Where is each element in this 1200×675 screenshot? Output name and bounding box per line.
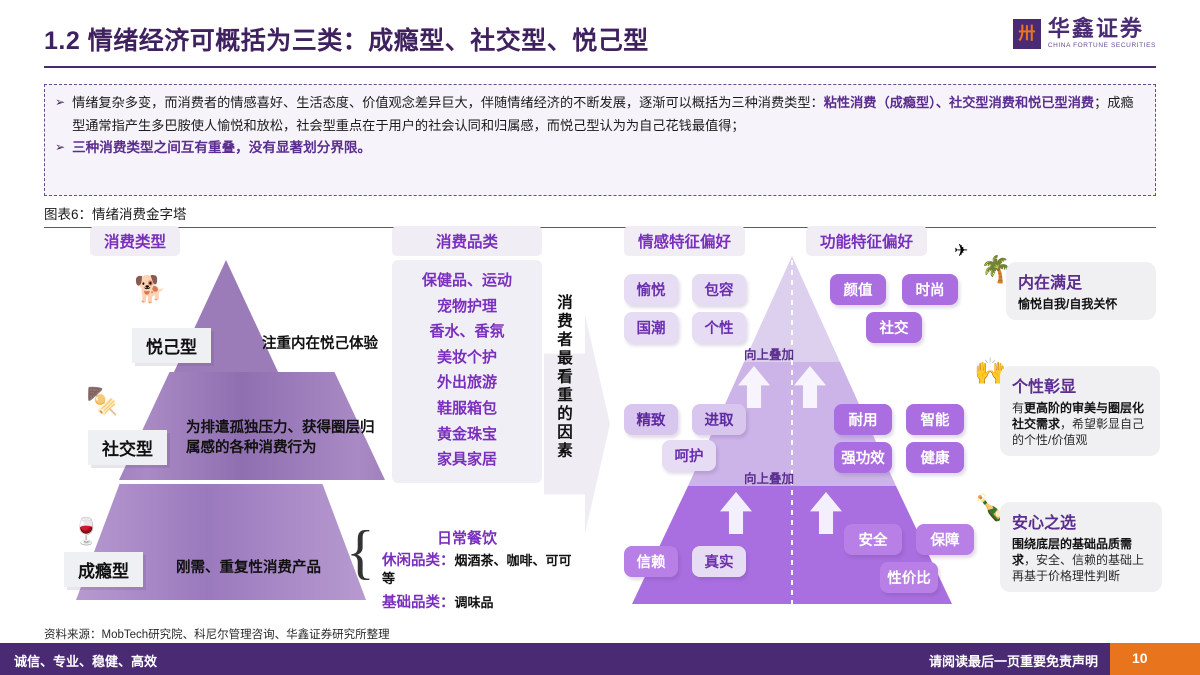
pyramid-label-bottom: 成瘾型 [64,552,143,587]
social-food-icon: 🍢 [86,386,119,416]
callout-body-bold: 围绕底层的基础品质需求 [1012,537,1133,567]
company-logo: 卅 华鑫证券 CHINA FORTUNE SECURITIES [1012,18,1156,50]
bullet-highlight-1: 粘性消费（成瘾型）、社交型消费和悦已型消费 [823,95,1095,110]
callout-body-rest: ，希望彰显自己的个性/价值观 [1012,417,1145,447]
stack-label-lower: 向上叠加 [744,472,795,486]
factors-vertical-label: 消费者最看重的因素 [555,294,572,461]
pyramid-desc-bottom: 刚需、重复性消费产品 [176,560,321,576]
chip-function[interactable]: 社交 [866,312,922,343]
logo-glyph: 卅 [1018,24,1036,44]
category-item: 黄金珠宝 [436,425,497,443]
pyramid-desc-middle: 为排遣孤独压力、获得圈层归属感的各种消费行为 [186,420,375,456]
logo-name-cn: 华鑫证券 [1047,16,1144,41]
summary-box: ➢ 情绪复杂多变，而消费者的情感喜好、生活态度、价值观念差异巨大，伴随情绪经济的… [44,84,1156,196]
category-item: 家具家居 [436,451,497,469]
extra-label: 基础品类： [382,595,455,611]
callout-body-rest: ，安全、信赖的基础上再基于价格理性判断 [1012,553,1145,583]
callout-body-lead: 有 [1012,401,1025,415]
pyramid-desc-top: 注重内在悦己体验 [262,336,378,352]
extra-label: 休闲品类： [382,553,455,569]
category-brace-icon: { [346,519,375,585]
pyramid-divider [791,260,793,604]
bullet-seg-2: ；成瘾型通常指产生多巴胺使人愉悦和放松，社会型重点在于用户的社会认同和归属感，而… [72,95,1134,133]
head-consumption-type: 消费类型 [90,226,181,256]
page-number: 10 [1132,650,1148,666]
logo-name-en: CHINA FORTUNE SECURITIES [1047,42,1156,49]
category-item: 香水、香氛 [429,323,505,341]
bullet-arrow-icon: ➢ [55,95,66,109]
airplane-icon: ✈ [954,241,969,260]
category-extra-leisure: 休闲品类：烟酒茶、咖啡、可可等 [382,552,582,587]
addictive-drink-icon: 🍷 [70,516,103,546]
chip-function[interactable]: 健康 [906,442,964,473]
category-item-daily: 日常餐饮 [436,530,497,547]
figure-caption: 图表6：情绪消费金字塔 [44,203,1156,228]
chip-emotion[interactable]: 精致 [624,404,678,435]
pet-walking-icon: 🐕 [134,274,167,304]
footer-disclaimer: 请阅读最后一页重要免责声明 [928,654,1098,669]
category-item: 外出旅游 [436,374,497,392]
pyramid-label-top: 悦己型 [132,328,211,363]
factors-arrow-icon [544,314,610,534]
category-item: 宠物护理 [436,297,497,315]
chip-function[interactable]: 耐用 [834,404,892,435]
callout-inner-satisfaction: 内在满足 愉悦自我/自我关怀 [1006,262,1156,320]
chip-function[interactable]: 保障 [916,524,974,555]
consumption-pyramid: 🐕 🍢 🍷 悦己型 注重内在悦己体验 社交型 为排遣孤独压力、获得圈层归属感的各… [64,260,385,600]
chip-function[interactable]: 智能 [906,404,964,435]
category-item: 鞋服箱包 [436,399,497,417]
chip-emotion[interactable]: 信赖 [624,546,678,577]
logo-mark-icon: 卅 [1012,18,1041,49]
category-item: 美妆个护 [436,348,497,366]
category-list: 保健品、运动 宠物护理 香水、香氛 美妆个护 外出旅游 鞋服箱包 黄金珠宝 家具… [392,260,542,483]
bullet-text-1: 情绪复杂多变，而消费者的情感喜好、生活态度、价值观念差异巨大，伴随情绪经济的不断… [72,92,1143,137]
head-emotional-pref: 情感特征偏好 [624,226,746,256]
logo-text: 华鑫证券 CHINA FORTUNE SECURITIES [1048,18,1156,50]
bullet-text-2: 三种消费类型之间互有重叠，没有显著划分界限。 [72,140,372,155]
figure-canvas: 消费类型 消费品类 情感特征偏好 功能特征偏好 🐕 🍢 🍷 悦己型 注重内在悦己… [44,226,1162,624]
bullet-item-2: ➢ 三种消费类型之间互有重叠，没有显著划分界限。 [55,137,1143,160]
callout-reassurance: 安心之选 围绕底层的基础品质需求，安全、信赖的基础上再基于价格理性判断 [1000,502,1162,592]
category-item: 保健品、运动 [421,272,512,289]
chip-emotion[interactable]: 进取 [692,404,746,435]
chip-emotion[interactable]: 真实 [692,546,746,577]
source-note: 资料来源：MobTech研究院、科尼尔管理咨询、华鑫证券研究所整理 [44,629,390,641]
bullet-arrow-icon-2: ➢ [55,140,66,154]
chip-emotion[interactable]: 包容 [692,274,746,305]
callout-body: 有更高阶的审美与圈层化社交需求，希望彰显自己的个性/价值观 [1012,400,1150,448]
category-extra-basic: 基础品类：调味品 [382,594,582,612]
footer-bar: 诚信、专业、稳健、高效 请阅读最后一页重要免责声明 10 [0,643,1200,675]
chip-emotion[interactable]: 呵护 [662,440,716,471]
callout-body-bold: 更高阶的审美与圈层化社交需求 [1012,401,1145,431]
callout-body: 愉悦自我/自我关怀 [1018,296,1146,312]
slide-header: 1.2 情绪经济可概括为三类：成瘾型、社交型、悦己型 卅 华鑫证券 CHINA … [44,18,1156,70]
chip-function[interactable]: 颜值 [830,274,886,305]
page-title: 1.2 情绪经济可概括为三类：成瘾型、社交型、悦己型 [44,27,649,55]
chip-function[interactable]: 性价比 [880,562,938,593]
chip-function[interactable]: 时尚 [902,274,958,305]
footer-slogan: 诚信、专业、稳健、高效 [14,654,158,669]
callout-title: 内在满足 [1018,275,1083,292]
pyramid-label-middle: 社交型 [88,430,167,465]
callout-title: 个性彰显 [1012,379,1077,396]
stack-label-upper: 向上叠加 [744,348,795,362]
page-number-box: 10 [1110,643,1200,675]
callout-personality: 个性彰显 有更高阶的审美与圈层化社交需求，希望彰显自己的个性/价值观 [1000,366,1160,456]
bullet-item-1: ➢ 情绪复杂多变，而消费者的情感喜好、生活态度、价值观念差异巨大，伴随情绪经济的… [55,92,1143,137]
callout-body-bold: 愉悦自我/自我关怀 [1018,297,1118,311]
extra-value: 烟酒茶、咖啡、可可等 [382,553,572,586]
callout-title: 安心之选 [1012,515,1077,532]
callout-body: 围绕底层的基础品质需求，安全、信赖的基础上再基于价格理性判断 [1012,536,1152,584]
header-rule [44,66,1156,68]
chip-emotion[interactable]: 国潮 [624,312,678,343]
chip-function[interactable]: 安全 [844,524,902,555]
head-functional-pref: 功能特征偏好 [806,226,928,256]
head-product-category: 消费品类 [392,226,542,256]
bullet-seg-1: 情绪复杂多变，而消费者的情感喜好、生活态度、价值观念差异巨大，伴随情绪经济的不断… [72,95,824,110]
chip-function[interactable]: 强功效 [834,442,892,473]
chip-emotion[interactable]: 愉悦 [624,274,678,305]
chip-emotion[interactable]: 个性 [692,312,746,343]
extra-value: 调味品 [454,595,494,610]
